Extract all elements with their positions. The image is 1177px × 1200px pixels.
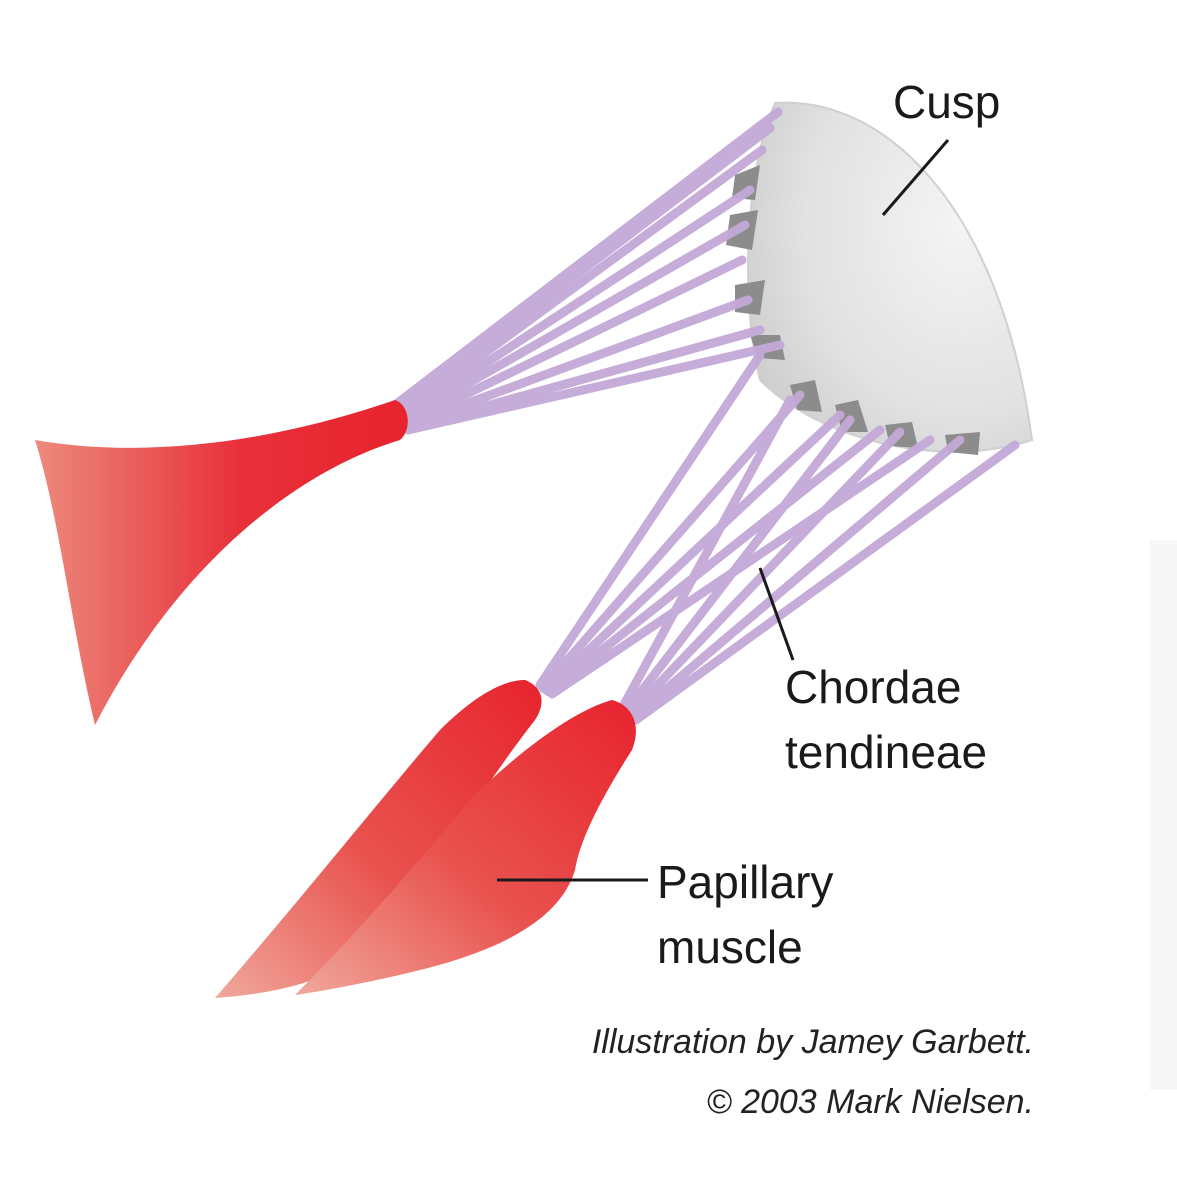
illustration-credit: Illustration by Jamey Garbett. <box>591 1023 1034 1061</box>
papillary-muscle-a <box>215 680 542 998</box>
cusp-shape <box>726 101 1034 455</box>
papillary-muscle-b <box>295 700 636 995</box>
chordae-tendineae-strands <box>390 107 1020 725</box>
left-muscle <box>35 400 408 725</box>
side-panel <box>1150 540 1177 1090</box>
leader-lines <box>497 139 950 882</box>
chordae-leader-line <box>758 567 795 661</box>
chordae-label-line1: Chordae <box>785 661 962 713</box>
papillary-label-line2: muscle <box>657 921 803 973</box>
cusp-leader-line <box>881 139 950 216</box>
chordae-label-line2: tendineae <box>785 726 988 778</box>
cusp-label: Cusp <box>893 76 1001 128</box>
papillary-label-line1: Papillary <box>657 856 834 908</box>
copyright-credit: © 2003 Mark Nielsen. <box>706 1083 1034 1121</box>
